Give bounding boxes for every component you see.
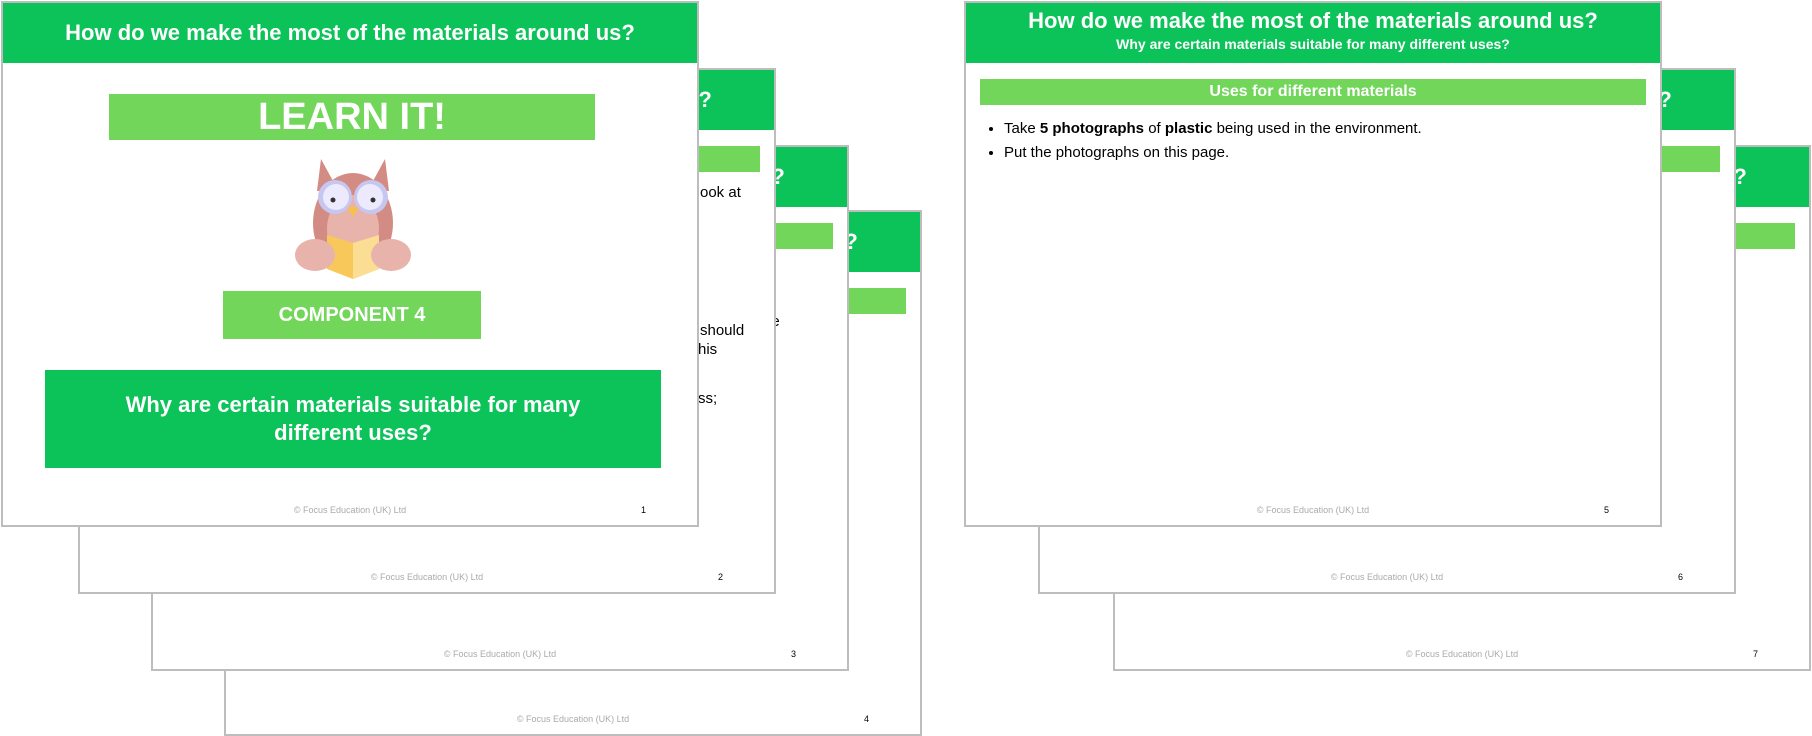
slide-title: How do we make the most of the materials… xyxy=(65,20,635,45)
list-item: Take 5 photographs of plastic being used… xyxy=(1004,117,1422,141)
slide-number: 2 xyxy=(718,572,724,582)
body-text-fragment: ss; xyxy=(698,390,718,407)
footer-copyright: © Focus Education (UK) Ltd xyxy=(443,649,557,659)
slide-number: 7 xyxy=(1753,649,1759,659)
footer-copyright: © Focus Education (UK) Ltd xyxy=(1330,572,1444,582)
slide-1[interactable]: How do we make the most of the materials… xyxy=(1,1,699,527)
key-question: Why are certain materials suitable for m… xyxy=(45,370,661,468)
footer-copyright: © Focus Education (UK) Ltd xyxy=(293,505,407,515)
instruction-list: Take 5 photographs of plastic being used… xyxy=(980,117,1422,165)
body-text-fragment: should xyxy=(700,322,745,339)
footer-copyright: © Focus Education (UK) Ltd xyxy=(1405,649,1519,659)
footer-copyright: © Focus Education (UK) Ltd xyxy=(1256,505,1370,515)
component-label: COMPONENT 4 xyxy=(223,291,481,339)
slide-header: How do we make the most of the materials… xyxy=(3,3,697,63)
owl-reading-book-icon xyxy=(295,159,411,279)
slide-header: How do we make the most of the materials… xyxy=(966,3,1660,63)
body-text-fragment: his xyxy=(698,341,718,358)
slide-5[interactable]: How do we make the most of the materials… xyxy=(964,1,1662,527)
learn-it-banner: LEARN IT! xyxy=(109,94,595,140)
footer-copyright: © Focus Education (UK) Ltd xyxy=(516,714,630,724)
slide-number: 6 xyxy=(1678,572,1684,582)
slide-title: How do we make the most of the materials… xyxy=(1028,8,1598,33)
slide-number: 1 xyxy=(641,505,647,515)
slide-number: 3 xyxy=(791,649,797,659)
body-text-fragment: ook at xyxy=(700,184,741,201)
list-item: Put the photographs on this page. xyxy=(1004,141,1422,165)
footer-copyright: © Focus Education (UK) Ltd xyxy=(370,572,484,582)
slide-subtitle: Why are certain materials suitable for m… xyxy=(1116,36,1510,52)
section-bar: Uses for different materials xyxy=(980,79,1646,105)
slide-number: 5 xyxy=(1604,505,1610,515)
slide-number: 4 xyxy=(864,714,870,724)
